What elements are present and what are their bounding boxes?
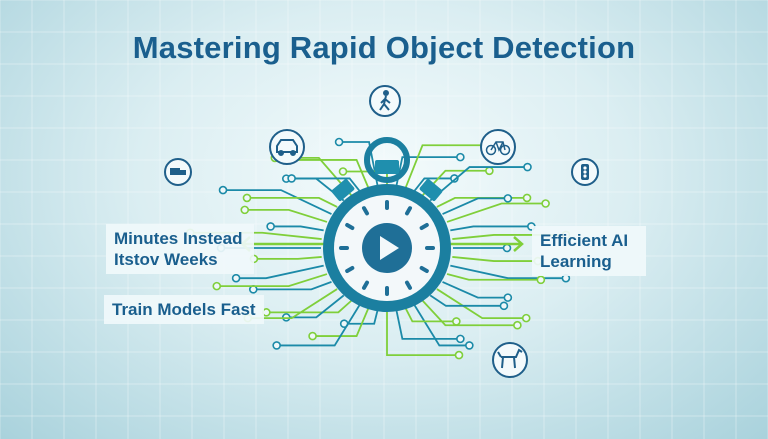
- label-minutes-instead-of-weeks: Minutes Instead Itstov Weeks: [106, 224, 254, 274]
- dial-tick: [362, 206, 369, 216]
- circuit-node: [212, 281, 222, 291]
- circuit-trace: [442, 281, 508, 299]
- circuit-trace: [446, 273, 541, 281]
- dog-icon: [492, 342, 528, 378]
- circuit-node: [240, 205, 250, 215]
- dial-tick: [405, 206, 412, 216]
- arrow-right-icon: [440, 236, 524, 252]
- circuit-trace: [216, 273, 328, 288]
- circuit-node: [541, 199, 550, 208]
- circuit-trace: [266, 300, 352, 314]
- circuit-trace: [284, 159, 370, 189]
- circuit-trace: [270, 225, 324, 232]
- circuit-node: [513, 320, 522, 330]
- truck-icon: [164, 158, 192, 186]
- circuit-node: [338, 167, 348, 176]
- circuit-trace: [436, 288, 527, 320]
- circuit-trace: [450, 225, 532, 232]
- circuit-trace: [452, 256, 538, 262]
- circuit-trace: [422, 300, 518, 327]
- circuit-trace: [236, 264, 324, 280]
- circuit-node: [456, 334, 465, 344]
- circuit-node: [266, 222, 275, 231]
- circuit-node: [231, 273, 241, 283]
- dial-tick: [362, 280, 369, 290]
- circuit-node: [521, 313, 531, 323]
- circuit-node: [452, 317, 461, 326]
- label-train-models-fast: Train Models Fast: [104, 295, 264, 324]
- circuit-trace: [223, 189, 332, 215]
- circuit-node: [454, 350, 464, 360]
- circuit-trace: [253, 281, 332, 291]
- circuit-trace: [446, 202, 546, 223]
- circuit-node: [218, 185, 228, 195]
- circuit-trace: [429, 166, 528, 202]
- circuit-node: [522, 193, 532, 203]
- circuit-node: [523, 162, 532, 172]
- circuit-node: [536, 275, 546, 285]
- circuit-node: [502, 243, 512, 253]
- circuit-node: [503, 194, 513, 203]
- circuit-trace: [344, 309, 379, 325]
- circuit-node: [499, 301, 509, 311]
- dial-tick: [345, 223, 355, 230]
- dial-tick: [419, 223, 429, 230]
- dial-tick: [419, 266, 429, 273]
- label-efficient-ai-learning: Efficient AI Learning: [532, 226, 646, 276]
- circuit-trace: [312, 307, 370, 337]
- pedestrian-icon: [369, 85, 401, 117]
- circuit-trace: [413, 304, 470, 347]
- dial-tick: [405, 280, 412, 290]
- circuit-node: [287, 174, 296, 183]
- circuit-node: [308, 331, 317, 341]
- circuit-trace: [442, 197, 508, 215]
- circuit-trace: [291, 177, 361, 192]
- stopwatch-icon: [323, 137, 451, 312]
- circuit-trace: [395, 309, 461, 340]
- circuit-node: [503, 293, 513, 302]
- circuit-node: [485, 166, 494, 176]
- circuit-trace: [244, 208, 328, 223]
- circuit-node: [272, 341, 281, 350]
- circuit-trace: [253, 256, 322, 260]
- circuit-trace: [276, 304, 361, 347]
- circuit-node: [456, 152, 465, 162]
- play-icon: [380, 236, 399, 260]
- circuit-trace: [429, 294, 504, 307]
- circuit-node: [334, 137, 344, 147]
- circuit-trace: [404, 144, 495, 189]
- circuit-node: [450, 174, 459, 183]
- page-title: Mastering Rapid Object Detection: [132, 30, 636, 65]
- circuit-node: [242, 193, 252, 203]
- dial-tick: [345, 266, 355, 273]
- circuit-node: [465, 341, 474, 350]
- car-icon: [269, 129, 305, 165]
- traffic-light-icon: [571, 158, 599, 186]
- circuit-trace: [450, 264, 566, 280]
- bicycle-icon: [480, 129, 516, 165]
- circuit-trace: [404, 307, 457, 323]
- circuit-trace: [386, 310, 459, 357]
- circuit-trace: [246, 197, 338, 208]
- circuit-trace: [286, 294, 345, 319]
- circuit-node: [262, 308, 271, 317]
- circuit-trace: [413, 177, 455, 192]
